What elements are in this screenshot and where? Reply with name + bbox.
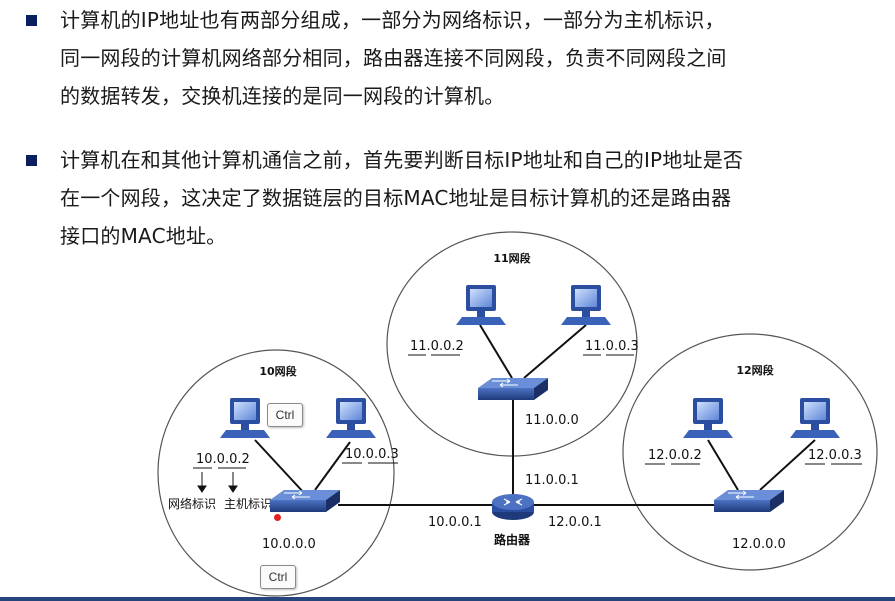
segment-12-circle [622,333,878,571]
bottom-bar [0,597,895,601]
switch-icon [269,489,341,513]
segment-11-pc1-ip: 11.0.0.2 [410,339,464,354]
segment-10-pc1-ip: 10.0.0.2 [196,452,250,467]
bullet-marker [26,155,37,166]
pc-icon [683,398,733,438]
bullet-marker [26,15,37,26]
switch-icon [713,489,785,513]
router-icon [492,494,534,520]
segment-12-pc1-ip: 12.0.0.2 [648,448,702,463]
host-id-label: 主机标识 [224,497,272,511]
network-links [254,324,816,506]
ctrl-tooltip: Ctrl [260,565,296,589]
bullet-1-line-3: 的数据转发，交换机连接的是同一网段的计算机。 [60,84,505,108]
segment-11-pc2-ip: 11.0.0.3 [585,339,639,354]
segment-11-network: 11.0.0.0 [525,413,579,428]
bullet-2-line-2: 在一个网段，这决定了数据链层的目标MAC地址是目标计算机的还是路由器 [60,186,732,210]
segment-10-network: 10.0.0.0 [262,537,316,552]
segment-12-pc2-ip: 12.0.0.3 [808,448,862,463]
ctrl-tooltip: Ctrl [267,403,303,427]
bullet-2-line-1: 计算机在和其他计算机通信之前，首先要判断目标IP地址和自己的IP地址是否 [60,148,744,172]
bullet-2-line-3: 接口的MAC地址。 [60,224,227,248]
bullet-1-line-2: 同一网段的计算机网络部分相同，路由器连接不同网段，负责不同网段之间 [60,46,727,70]
router-if-11: 11.0.0.1 [525,473,579,488]
pc-icon [790,398,840,438]
segment-12-title: 12网段 [736,363,773,377]
pc-icon [326,398,376,438]
network-id-label: 网络标识 [168,496,216,511]
router-label: 路由器 [494,532,531,547]
pc-icon [456,285,506,325]
segment-11-title: 11网段 [493,251,530,265]
switch-icon [477,377,549,401]
id-arrows [197,472,238,493]
router-if-12: 12.0.0.1 [548,515,602,530]
pc-icon [220,398,270,438]
pc-icon [561,285,611,325]
router-if-10: 10.0.0.1 [428,515,482,530]
segment-10-title: 10网段 [259,364,296,378]
segment-10-circle [157,349,395,597]
segment-10-pc2-ip: 10.0.0.3 [345,447,399,462]
pointer-dot [274,514,281,521]
segment-12-network: 12.0.0.0 [732,537,786,552]
bullet-1-line-1: 计算机的IP地址也有两部分组成，一部分为网络标识，一部分为主机标识， [60,8,725,32]
